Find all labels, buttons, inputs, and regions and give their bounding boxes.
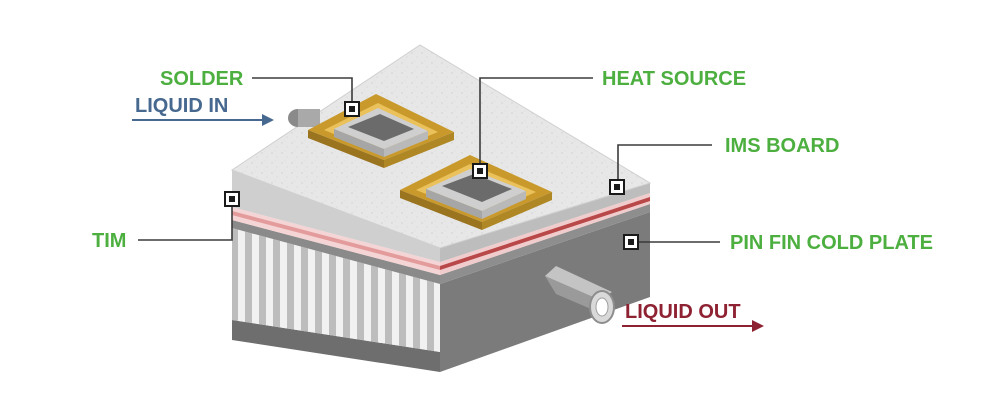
heat-source-leader-line [479, 77, 593, 170]
liquid-out-label: LIQUID OUT [625, 301, 741, 323]
marker-squares [224, 101, 639, 250]
solder-leader-line [252, 77, 353, 108]
ims-board-marker [609, 179, 625, 195]
ims-board-left-face [232, 170, 440, 262]
pin-fin-cold-plate-label: PIN FIN COLD PLATE [730, 232, 933, 254]
cold-plate-left-top-strip [232, 220, 440, 284]
heat-source-chip-1 [348, 114, 414, 141]
heat-source-label: HEAT SOURCE [602, 68, 746, 90]
cold-plate-right-face [440, 212, 650, 372]
tim-label: TIM [92, 230, 126, 252]
liquid-out-arrow [622, 320, 764, 332]
ims-board-right-face [440, 183, 650, 262]
liquid-in-label: LIQUID IN [135, 95, 228, 117]
heat-source-chip-2 [442, 174, 512, 202]
solder-marker [344, 101, 360, 117]
ims-board-leader-line [617, 144, 712, 188]
heat-source-assembly-1 [308, 94, 454, 168]
tim-leader-line [138, 200, 233, 241]
tim-line [232, 211, 440, 270]
liquid-out-pipe [545, 266, 615, 324]
ims-board-label: IMS BOARD [725, 135, 839, 157]
heat-source-marker [472, 163, 488, 179]
tim-marker [224, 191, 240, 207]
solder-label: SOLDER [160, 68, 244, 90]
tim-line-right [440, 197, 650, 270]
liquid-in-pipe [288, 109, 320, 127]
pin-fin-marker [623, 234, 639, 250]
cold-plate-left-bottom [232, 320, 440, 372]
cold-plate-right-top-strip [440, 204, 650, 284]
liquid-in-arrow [132, 114, 274, 126]
pin-fin-band [232, 228, 440, 352]
heat-source-assembly-2 [400, 155, 552, 230]
